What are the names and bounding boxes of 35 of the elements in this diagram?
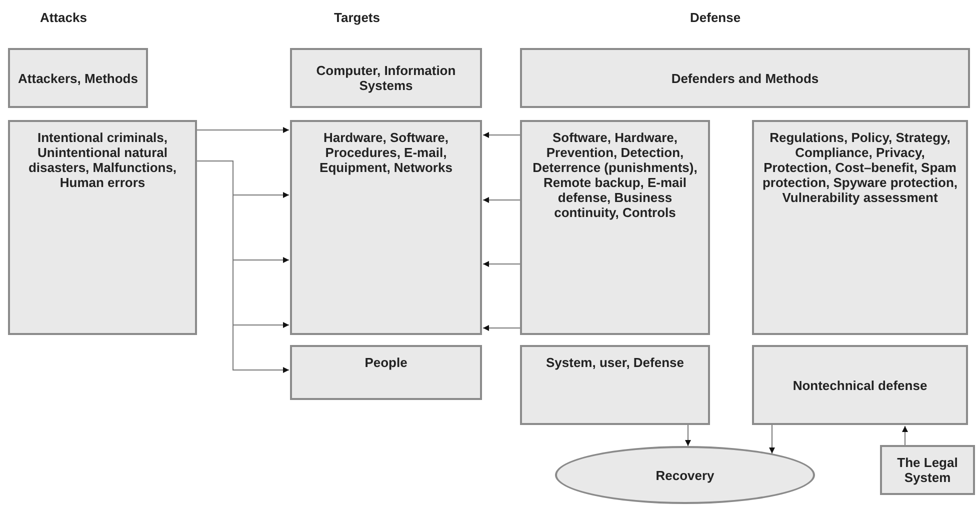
arrow	[196, 160, 290, 373]
node-text: People	[364, 355, 408, 370]
arrow	[482, 132, 520, 138]
column-heading: Attacks	[40, 10, 87, 25]
node-text: Regulations, Policy, Strategy, Compliance, Privacy, Protection, Cost–benefit, Spam protection, Spyware protection, Vulnerability assessment	[761, 130, 959, 205]
node-text: Software, Hardware, Prevention, Detection, Deterrence (punishments), Remote backup, E-mail defense, Business continuity, Controls	[532, 130, 698, 220]
process-box	[290, 120, 482, 335]
arrow	[482, 325, 520, 331]
node-text: Computer, Information Systems	[315, 63, 457, 93]
process-box	[520, 120, 710, 335]
node-text: Hardware, Software, Procedures, E-mail, Equipment, Networks	[318, 130, 454, 175]
node-text: Defenders and Methods	[670, 70, 820, 86]
arrow	[685, 424, 691, 446]
process-box	[752, 120, 968, 335]
header-box	[520, 48, 970, 108]
node-text: The Legal System	[896, 455, 959, 485]
column-heading: Defense	[690, 10, 741, 25]
process-box	[520, 345, 710, 425]
node-text: Recovery	[654, 468, 716, 482]
arrow	[482, 197, 520, 203]
node-text: System, user, Defense	[544, 355, 686, 370]
header-box	[8, 48, 148, 108]
process-box	[752, 345, 968, 425]
process-box	[8, 120, 197, 335]
column-heading: Targets	[334, 10, 380, 25]
node-text: Nontechnical defense	[792, 378, 928, 392]
header-box	[290, 48, 482, 108]
process-box	[290, 345, 482, 400]
arrow	[902, 426, 908, 446]
arrow	[196, 127, 290, 133]
node-text: Attackers, Methods	[17, 70, 139, 86]
process-box	[880, 445, 975, 495]
node-text: Intentional criminals, Unintentional natural disasters, Malfunctions, Human errors	[27, 130, 178, 190]
arrow	[769, 424, 775, 454]
arrow	[482, 261, 520, 267]
